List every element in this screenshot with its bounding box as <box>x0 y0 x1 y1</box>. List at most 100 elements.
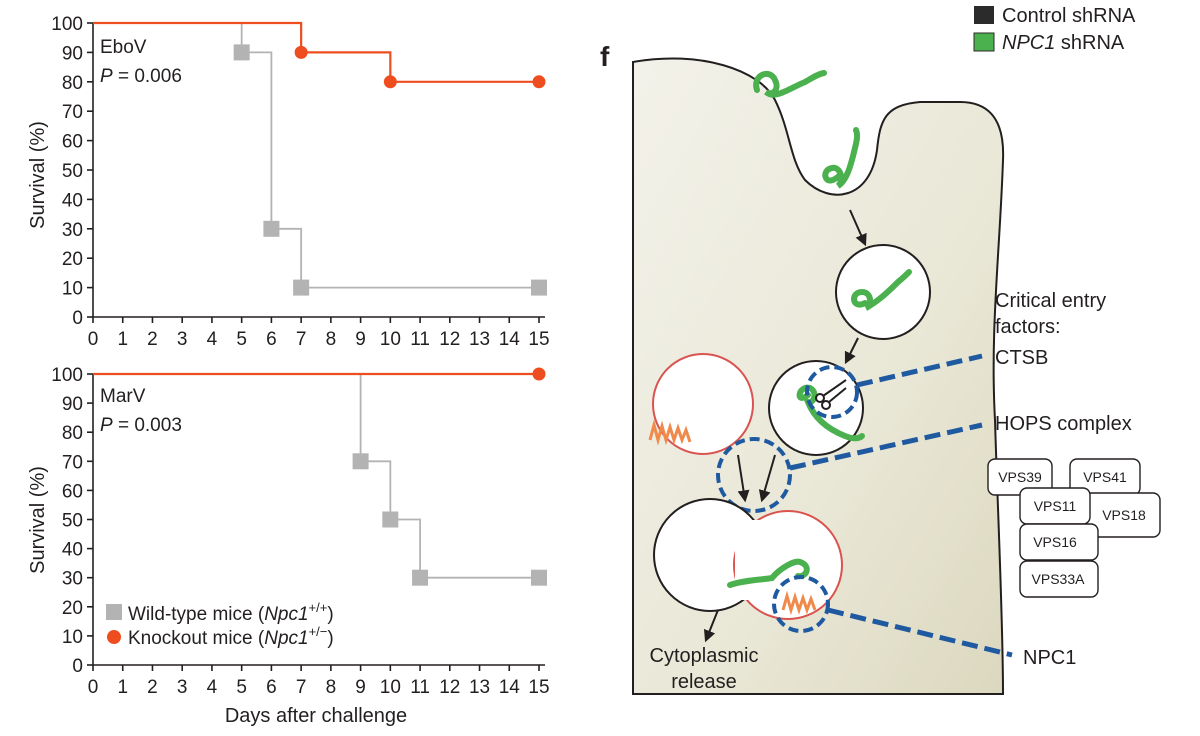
npc1-protein-lysosome-icon <box>648 419 692 446</box>
vps11-label: VPS11 <box>1034 498 1077 514</box>
y-tick-label: 50 <box>62 511 83 532</box>
x-tick-label: 12 <box>439 677 460 698</box>
vps-complex: VPS39 VPS41 VPS18 VPS11 VPS16 VPS33A <box>987 458 1161 598</box>
x-tick-label: 2 <box>147 329 158 350</box>
ko-marker <box>294 45 308 59</box>
ko-marker <box>532 367 546 381</box>
vps33a-label: VPS33A <box>1032 571 1086 587</box>
wt-marker <box>293 279 310 296</box>
legend-ko-marker <box>107 630 121 644</box>
npc1-label: NPC1 <box>1023 647 1076 669</box>
y-tick-label: 0 <box>72 656 83 677</box>
vps39-label: VPS39 <box>998 469 1042 485</box>
npc1-connector <box>827 607 1013 658</box>
diagram-panel: f Control shRNA NPC1 shRNA <box>600 5 1161 695</box>
y-tick-label: 20 <box>62 249 83 270</box>
vps16-label: VPS16 <box>1033 534 1077 550</box>
vps18-label: VPS18 <box>1102 507 1146 523</box>
x-tick-label: 10 <box>380 329 401 350</box>
legend-wt-label: Wild-type mice (Npc1+/+) <box>128 600 334 625</box>
chart-marv-pvalue: P = 0.003 <box>100 415 182 436</box>
x-tick-label: 13 <box>469 677 490 698</box>
ctsb-label: CTSB <box>995 347 1048 369</box>
ko-marker <box>532 75 546 89</box>
chart-ebov-ylabel: Survival (%) <box>27 121 49 229</box>
y-tick-label: 80 <box>62 423 83 444</box>
fusion-arrow-left-icon <box>737 454 750 503</box>
x-tick-label: 15 <box>528 677 549 698</box>
chart-ebov-series-wt <box>93 22 547 296</box>
y-tick-label: 10 <box>62 627 83 648</box>
y-tick-label: 70 <box>62 452 83 473</box>
hops-connector <box>789 422 983 471</box>
series-wt-line <box>93 22 539 289</box>
x-tick-label: 2 <box>147 677 158 698</box>
y-tick-label: 90 <box>62 394 83 415</box>
x-tick-label: 11 <box>410 329 430 350</box>
vps33a-box <box>1019 560 1099 598</box>
ctsb-highlight-circle <box>805 365 859 419</box>
y-tick-label: 20 <box>62 598 83 619</box>
y-tick-label: 10 <box>62 279 83 300</box>
chart-ebov-series-ko <box>93 21 546 89</box>
x-tick-label: 13 <box>469 329 490 350</box>
x-tick-label: 11 <box>410 677 430 698</box>
y-tick-label: 90 <box>62 43 83 64</box>
x-tick-label: 0 <box>88 329 99 350</box>
factors-title-line2: factors: <box>995 316 1061 338</box>
virion-endosome-icon <box>851 269 912 311</box>
x-tick-label: 9 <box>355 329 366 350</box>
x-tick-label: 0 <box>88 677 99 698</box>
x-tick-label: 4 <box>207 677 218 698</box>
x-tick-label: 7 <box>296 329 307 350</box>
legend-npc1-swatch <box>973 32 995 52</box>
legend-npc1-label: NPC1 shRNA <box>1002 32 1125 54</box>
x-tick-label: 6 <box>266 329 277 350</box>
release-label: Cytoplasmic <box>650 645 759 667</box>
x-tick-label: 5 <box>236 329 247 350</box>
x-tick-label: 10 <box>380 677 401 698</box>
chart-ebov-pvalue: P = 0.006 <box>100 66 182 87</box>
npc1-highlight-circle <box>772 575 830 633</box>
hops-highlight-circle <box>716 437 792 513</box>
legend-wt-marker <box>106 604 122 620</box>
virion-invagination-icon <box>822 127 861 189</box>
arrow-to-endosome-icon <box>849 209 867 247</box>
y-tick-label: 0 <box>72 308 83 329</box>
x-tick-label: 15 <box>528 329 549 350</box>
fusion-neck <box>735 520 765 600</box>
y-tick-label: 40 <box>62 190 83 211</box>
release-label-line2: release <box>671 671 737 693</box>
x-tick-label: 8 <box>326 677 337 698</box>
x-tick-label: 6 <box>266 677 277 698</box>
x-tick-label: 7 <box>296 677 307 698</box>
y-tick-label: 70 <box>62 102 83 123</box>
x-tick-label: 3 <box>177 329 188 350</box>
series-ko-line <box>93 21 539 83</box>
x-tick-label: 9 <box>355 677 366 698</box>
chart-marv-virus: MarV <box>100 386 146 407</box>
wt-marker <box>531 569 547 586</box>
wt-marker <box>263 220 280 237</box>
x-tick-label: 3 <box>177 677 188 698</box>
virion-release-icon <box>727 558 810 588</box>
series-wt-line <box>93 373 539 579</box>
hops-label: HOPS complex <box>995 413 1132 435</box>
y-tick-label: 30 <box>62 220 83 241</box>
x-tick-label: 8 <box>326 329 337 350</box>
virion-surface-icon <box>753 70 827 98</box>
chart-marv-xlabel: Days after challenge <box>225 705 407 727</box>
x-tick-label: 14 <box>499 677 521 698</box>
legend-ko-label: Knockout mice (Npc1+/−) <box>128 624 334 649</box>
x-tick-label: 1 <box>117 329 128 350</box>
scissors-icon <box>815 379 847 410</box>
chart-marv-series-wt <box>93 373 547 586</box>
ctsb-connector <box>856 353 983 388</box>
lysosome <box>652 353 754 455</box>
